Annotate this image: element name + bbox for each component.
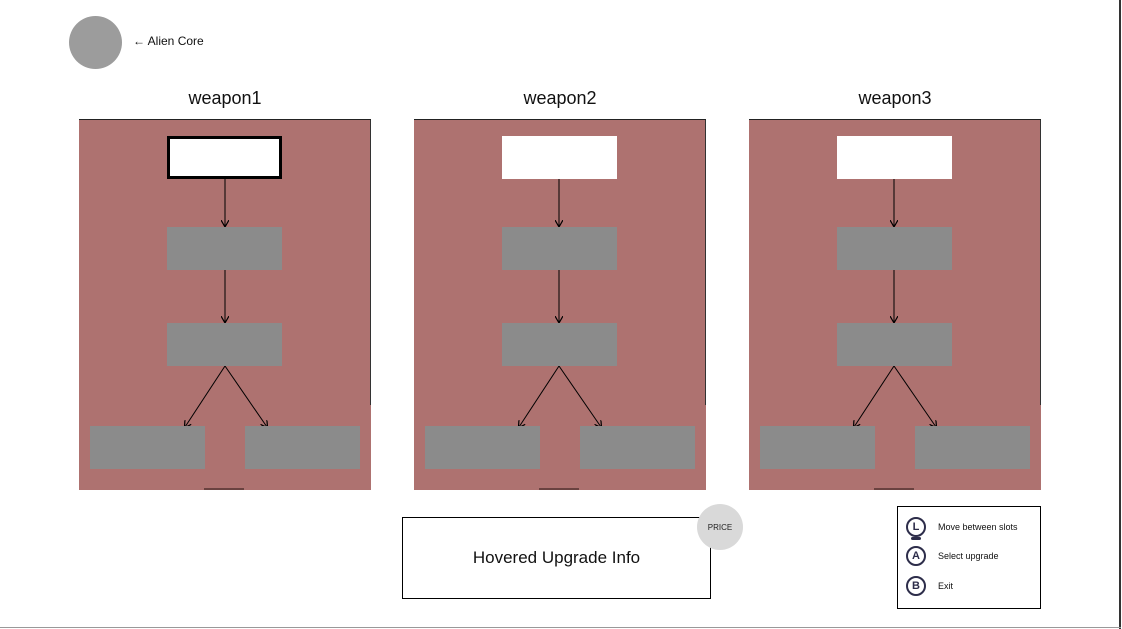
upgrade-node-branch-right[interactable] [580, 426, 695, 469]
weapon-title-3: weapon3 [858, 88, 932, 108]
control-label: Move between slots [938, 522, 1018, 532]
control-label: Exit [938, 581, 954, 591]
panel-edge [370, 120, 371, 405]
weapon-title-2: weapon2 [523, 88, 597, 108]
hovered-upgrade-info-panel: Hovered Upgrade Info [402, 517, 711, 599]
frame-border [0, 627, 1121, 628]
price-badge: PRICE [697, 504, 743, 550]
upgrade-node-tier2[interactable] [837, 227, 952, 270]
panel-edge [1040, 120, 1041, 405]
upgrade-node-branch-left[interactable] [760, 426, 875, 469]
upgrade-node-tier2[interactable] [167, 227, 282, 270]
weapon-upgrade-tree-3 [749, 119, 1041, 490]
control-row-move: L Move between slots [906, 515, 1018, 540]
upgrade-node-branch-right[interactable] [915, 426, 1030, 469]
controls-legend: L Move between slots A Select upgrade B … [897, 506, 1041, 609]
control-label: Select upgrade [938, 551, 999, 561]
upgrade-node-tier3[interactable] [167, 323, 282, 366]
frame-border [1119, 0, 1121, 629]
panel-tick [874, 488, 914, 490]
weapon-title-1: weapon1 [188, 88, 262, 108]
panel-tick [539, 488, 579, 490]
upgrade-node-branch-left[interactable] [90, 426, 205, 469]
left-stick-icon: L [906, 517, 926, 540]
hovered-upgrade-info-text: Hovered Upgrade Info [472, 548, 641, 567]
b-button-icon: B [906, 576, 926, 596]
panel-edge [705, 120, 706, 405]
control-row-exit: B Exit [906, 574, 953, 598]
upgrade-node-tier3[interactable] [502, 323, 617, 366]
weapon-upgrade-tree-1 [79, 119, 371, 490]
upgrade-node-root[interactable] [502, 136, 617, 179]
upgrade-node-root[interactable] [167, 136, 282, 179]
panel-tick [204, 488, 244, 490]
upgrade-node-tier2[interactable] [502, 227, 617, 270]
weapon-upgrade-tree-2 [414, 119, 706, 490]
back-to-alien-core-link[interactable]: ← Alien Core [133, 34, 204, 48]
upgrade-node-root[interactable] [837, 136, 952, 179]
alien-core-avatar [69, 16, 122, 69]
control-row-select: A Select upgrade [906, 544, 999, 568]
a-button-icon: A [906, 546, 926, 566]
upgrade-node-branch-right[interactable] [245, 426, 360, 469]
upgrade-node-branch-left[interactable] [425, 426, 540, 469]
upgrade-node-tier3[interactable] [837, 323, 952, 366]
